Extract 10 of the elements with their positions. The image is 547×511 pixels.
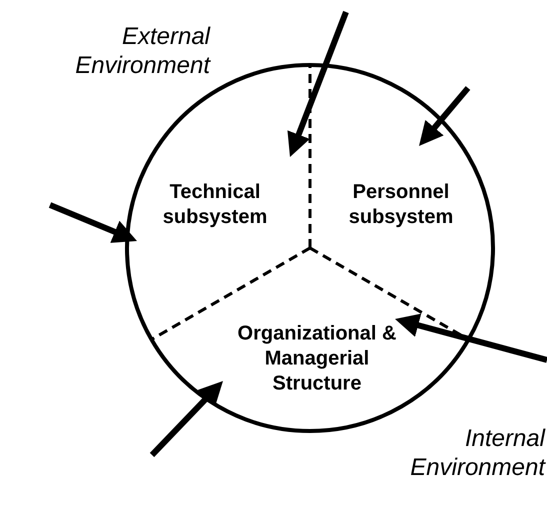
sector-label: Personnel subsystem xyxy=(348,180,454,230)
arrow xyxy=(48,202,137,243)
environment-label: External Environment xyxy=(74,22,210,80)
arrow xyxy=(287,10,349,157)
arrow xyxy=(395,314,547,363)
sector-label: Technical subsystem xyxy=(162,180,268,230)
arrow xyxy=(419,86,470,146)
arrow xyxy=(150,381,223,458)
environment-label: Internal Environment xyxy=(409,424,545,482)
sector-label: Organizational & Managerial Structure xyxy=(236,322,398,396)
